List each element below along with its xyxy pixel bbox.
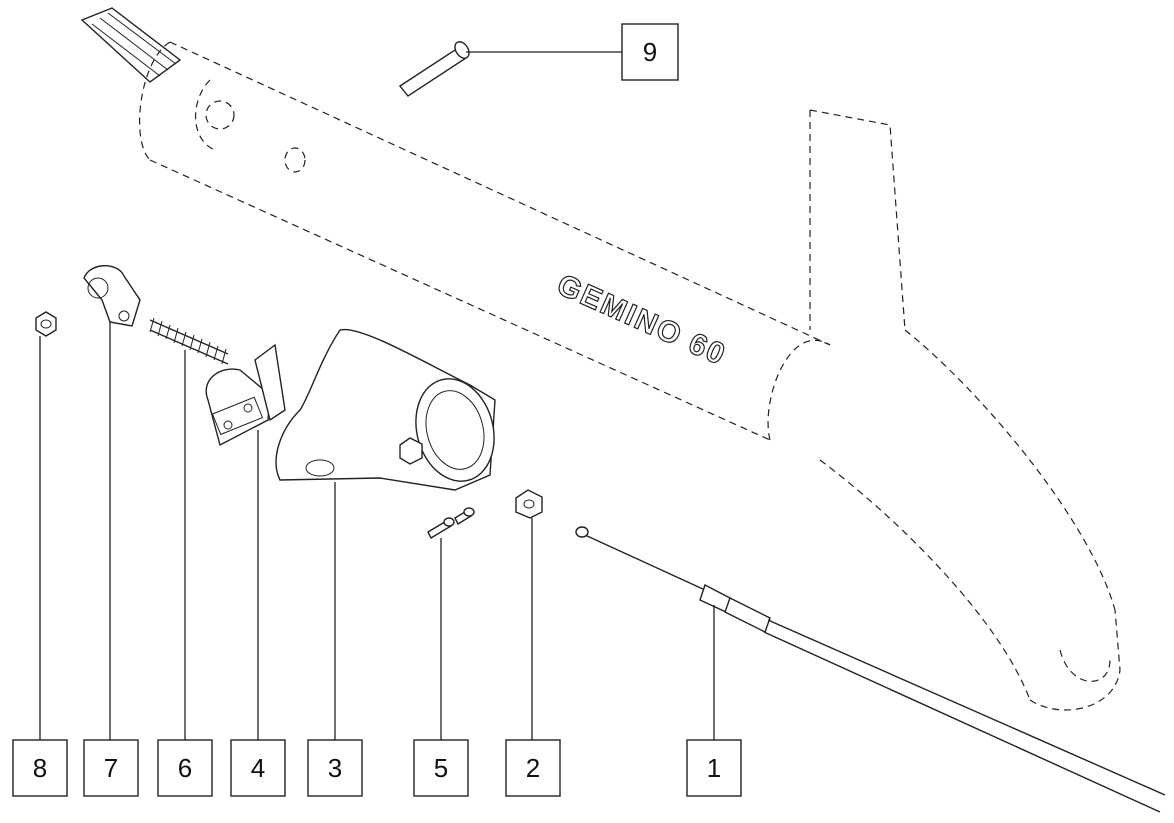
- callout-label: 4: [251, 753, 265, 783]
- part-3-housing: [275, 328, 496, 491]
- callout-label: 7: [104, 753, 118, 783]
- callout-9: 9: [621, 23, 679, 81]
- callout-6: 6: [157, 739, 213, 797]
- callout-label: 6: [178, 753, 192, 783]
- callout-7: 7: [83, 739, 139, 797]
- part-1-cable: [575, 526, 1166, 813]
- callout-label: 2: [526, 753, 540, 783]
- callout-3: 3: [307, 739, 363, 797]
- part-4-latch: [205, 343, 286, 447]
- callout-label: 8: [33, 753, 47, 783]
- callout-5: 5: [413, 739, 469, 797]
- handle-grip: [80, 7, 182, 83]
- callout-label: 1: [707, 753, 721, 783]
- part-9-pin: [398, 41, 470, 97]
- part-8-nut: [35, 311, 57, 337]
- leader-lines: [39, 51, 715, 740]
- callout-label: 3: [328, 753, 342, 783]
- callout-2: 2: [505, 739, 561, 797]
- callout-8: 8: [12, 739, 68, 797]
- part-5-screws: [427, 507, 475, 539]
- part-2-nut: [515, 489, 543, 519]
- part-7-lever: [83, 265, 141, 327]
- callout-label: 5: [434, 753, 448, 783]
- frame-tube: [139, 41, 1121, 711]
- part-6-spring: [149, 317, 229, 365]
- callout-label: 9: [643, 37, 657, 67]
- callout-1: 1: [686, 739, 742, 797]
- callout-4: 4: [230, 739, 286, 797]
- frame-brand-text: GEMINO 60: [552, 268, 731, 372]
